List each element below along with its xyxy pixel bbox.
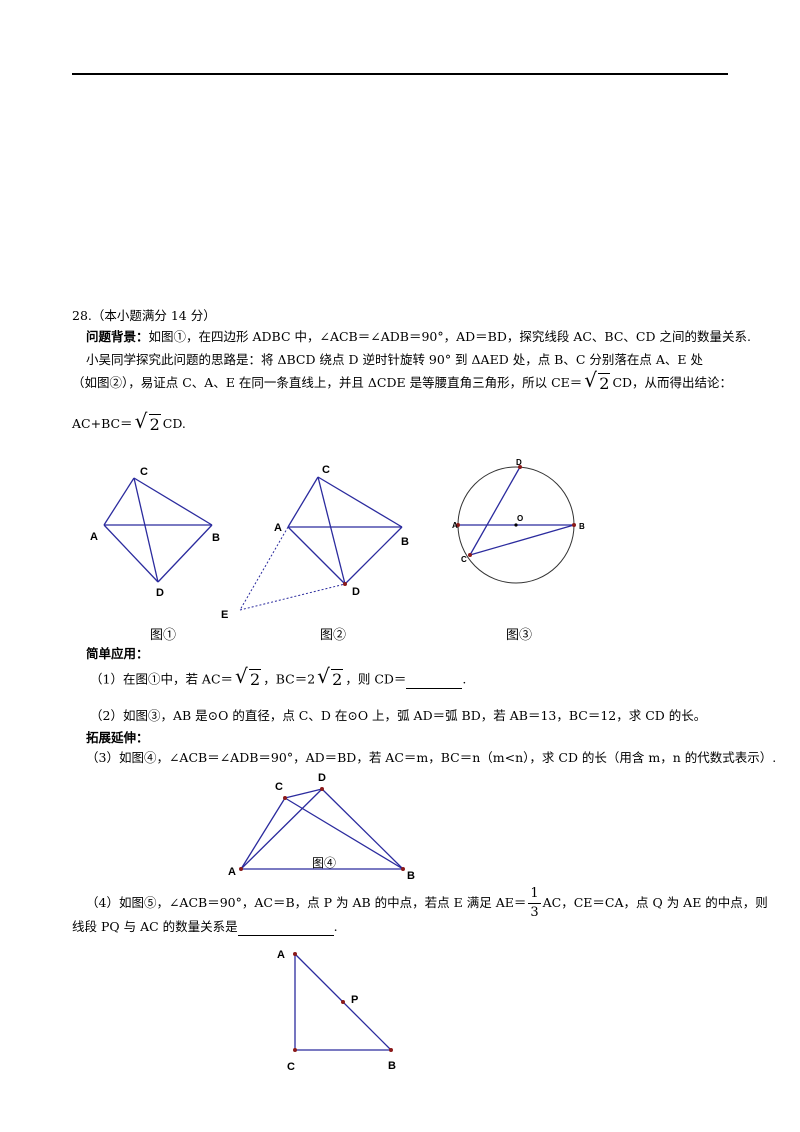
question-4-line-1: （4）如图⑤，∠ACB＝90°，AC＝B，点 P 为 AB 的中点，若点 E 满… bbox=[86, 886, 768, 920]
figure-5: A P C B bbox=[277, 949, 396, 1073]
question-1: （1）在图①中，若 AC＝√2，BC＝2√2，则 CD＝ . bbox=[90, 664, 467, 689]
label-a: A bbox=[90, 531, 98, 543]
para2b-text: （如图②），易证点 C、A、E 在同一条直线上，并且 ΔCDE 是等腰直角三角形… bbox=[72, 375, 583, 390]
top-rule bbox=[72, 73, 728, 75]
label-a: A bbox=[274, 522, 282, 534]
label-d: D bbox=[352, 586, 360, 598]
label-a: A bbox=[228, 866, 236, 878]
background-label: 问题背景： bbox=[86, 329, 149, 344]
answer-blank[interactable] bbox=[237, 917, 334, 936]
label-c: C bbox=[322, 464, 330, 476]
label-a: A bbox=[277, 949, 285, 961]
background-line-3: （如图②），易证点 C、A、E 在同一条直线上，并且 ΔCDE 是等腰直角三角形… bbox=[72, 367, 733, 393]
label-d: D bbox=[318, 772, 326, 784]
para2b-end: CD，从而得出结论： bbox=[612, 375, 733, 390]
label-b: B bbox=[407, 870, 415, 882]
answer-blank[interactable] bbox=[406, 670, 463, 689]
question-3: （3）如图④，∠ACB＝∠ADB＝90°，AD＝BD，若 AC＝m，BC＝n（m… bbox=[86, 750, 777, 765]
figure-4: C D A B 图④ bbox=[228, 772, 415, 882]
label-c: C bbox=[140, 466, 148, 478]
figure-3: D A B O C bbox=[452, 458, 585, 584]
label-c: C bbox=[287, 1061, 295, 1073]
sqrt-two: √2 bbox=[584, 367, 611, 393]
label-o: O bbox=[517, 514, 523, 523]
label-e: E bbox=[221, 609, 228, 621]
label-b: B bbox=[579, 522, 585, 531]
label-b: B bbox=[212, 532, 220, 544]
label-c: C bbox=[275, 781, 283, 793]
caption-fig-2: 图② bbox=[320, 628, 347, 643]
label-b: B bbox=[401, 536, 409, 548]
question-4-line-2: 线段 PQ 与 AC 的数量关系是 . bbox=[72, 917, 338, 936]
label-d: D bbox=[516, 458, 522, 467]
figure-1: C A B D bbox=[90, 466, 220, 599]
extend-label: 拓展延伸： bbox=[86, 730, 149, 745]
question-2: （2）如图③，AB 是⊙O 的直径，点 C、D 在⊙O 上，弧 AD＝弧 BD，… bbox=[90, 708, 707, 723]
problem-head: 28.（本小题满分 14 分） bbox=[72, 308, 216, 323]
background-line-2: 小吴同学探究此问题的思路是：将 ΔBCD 绕点 D 逆时针旋转 90° 到 ΔA… bbox=[86, 352, 703, 367]
label-b: B bbox=[388, 1060, 396, 1072]
figure-2: C A B D E bbox=[221, 464, 409, 621]
caption-fig-1: 图① bbox=[150, 628, 177, 643]
background-text: 如图①，在四边形 ADBC 中，∠ACB＝∠ADB＝90°，AD＝BD，探究线段… bbox=[148, 329, 751, 344]
sqrt-two: √2 bbox=[317, 664, 344, 689]
sqrt-two: √2 bbox=[134, 408, 161, 434]
simple-label: 简单应用： bbox=[86, 646, 149, 661]
label-c: C bbox=[461, 555, 467, 564]
figures-row: C A B D C A B D E D A B O C bbox=[90, 458, 585, 621]
sqrt-two: √2 bbox=[235, 664, 262, 689]
label-d: D bbox=[156, 587, 164, 599]
caption-fig-4: 图④ bbox=[312, 856, 336, 870]
background-line-1: 问题背景：如图①，在四边形 ADBC 中，∠ACB＝∠ADB＝90°，AD＝BD… bbox=[86, 328, 751, 346]
label-a: A bbox=[452, 521, 458, 530]
caption-fig-3: 图③ bbox=[506, 628, 533, 643]
label-p: P bbox=[351, 994, 358, 1006]
